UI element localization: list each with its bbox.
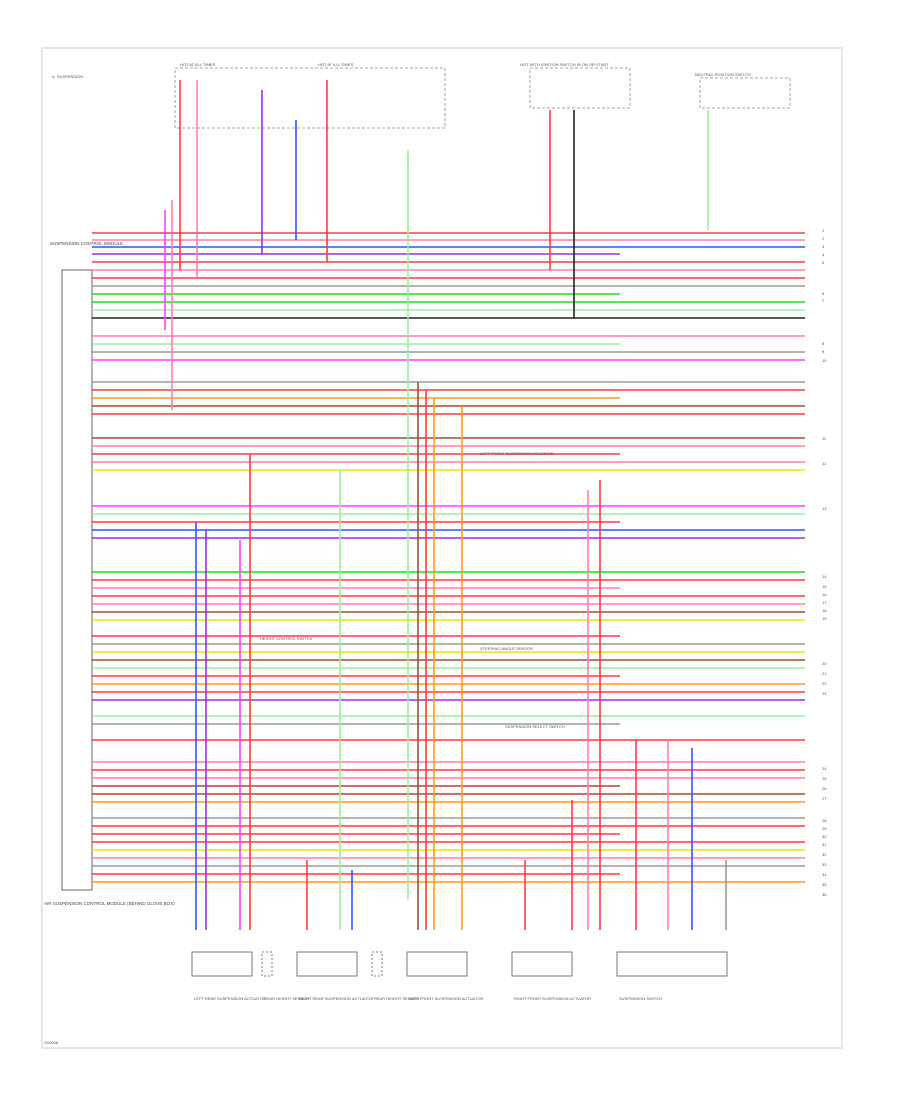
- connector-label: 18: [822, 608, 827, 613]
- connector-label: 9: [822, 349, 825, 354]
- connector-label: 20: [822, 661, 827, 666]
- connector-labels: 1234567891011121314151617181920212223242…: [822, 228, 827, 897]
- module-label-top: SUSPENSION CONTROL MODULE: [50, 241, 123, 246]
- system-label: A. SUSPENSION: [52, 74, 83, 79]
- relay-note: LEFT FRONT SUSPENSION SOLENOID: [480, 451, 554, 456]
- connector-label: 14: [822, 574, 827, 579]
- component-rf: RIGHT FRONT SUSPENSION ACTUATOR: [511, 951, 591, 1001]
- component-body: [371, 951, 383, 977]
- component-lf: LEFT FRONT SUSPENSION ACTUATOR: [406, 951, 483, 1001]
- module-label-bottom: AIR SUSPENSION CONTROL MODULE (BEHIND GL…: [44, 901, 175, 906]
- fuse-label-right: HOT WITH IGNITION SWITCH IN ON OR START: [520, 62, 609, 67]
- connector-label: 30: [822, 834, 827, 839]
- component-lr: LEFT REAR SUSPENSION ACTUATOR: [191, 951, 266, 1001]
- fuse-label-middle: HOT AT ALL TIMES: [318, 62, 353, 67]
- connector-label: 1: [822, 228, 825, 233]
- connector-label: 6: [822, 291, 825, 296]
- connector-label: 24: [822, 766, 827, 771]
- connector-label: 35: [822, 882, 827, 887]
- connector-label: 10: [822, 358, 827, 363]
- connector-label: 8: [822, 341, 825, 346]
- wire-group: [92, 80, 805, 930]
- component-body: [261, 951, 273, 977]
- connector-label: 17: [822, 600, 827, 605]
- component-rr: RIGHT REAR SUSPENSION ACTUATOR: [296, 951, 374, 1001]
- component-body: [191, 951, 253, 977]
- connector-label: 28: [822, 818, 827, 823]
- connector-label: 31: [822, 842, 827, 847]
- connector-label: 34: [822, 872, 827, 877]
- connector-label: 33: [822, 862, 827, 867]
- connector-label: 22: [822, 681, 827, 686]
- connector-label: 16: [822, 592, 827, 597]
- figure-code: G00008: [44, 1040, 59, 1045]
- connector-label: 12: [822, 461, 827, 466]
- connector-label: 27: [822, 796, 827, 801]
- component-label: REAR HEIGHT SENSOR: [374, 996, 419, 1001]
- connector-label: 32: [822, 852, 827, 857]
- component-label: LEFT FRONT SUSPENSION ACTUATOR: [409, 996, 483, 1001]
- component-body: [406, 951, 468, 977]
- connector-label: 5: [822, 260, 825, 265]
- connector-label: 29: [822, 826, 827, 831]
- component-label: REAR HEIGHT SENSOR: [264, 996, 309, 1001]
- fuse-label-far-right: NEUTRAL POSITION SWITCH: [695, 72, 751, 77]
- connector-label: 19: [822, 616, 827, 621]
- connector-label: 7: [822, 298, 825, 303]
- height-note: HEIGHT CONTROL SWITCH: [260, 636, 313, 641]
- connector-label: 15: [822, 584, 827, 589]
- component-label: RIGHT REAR SUSPENSION ACTUATOR: [299, 996, 374, 1001]
- connector-label: 26: [822, 786, 827, 791]
- fuse-block: HOT AT ALL TIMES HOT AT ALL TIMES HOT WI…: [174, 62, 791, 129]
- fuse-label-left: HOT AT ALL TIMES: [180, 62, 215, 67]
- connector-label: 25: [822, 776, 827, 781]
- connector-label: 23: [822, 691, 827, 696]
- connector-label: 11: [822, 436, 827, 441]
- control-module: SUSPENSION CONTROL MODULE AIR SUSPENSION…: [44, 241, 175, 906]
- connector-label: 36: [822, 892, 827, 897]
- component-sw: SUSPENSION SWITCH: [616, 951, 728, 1001]
- component-label: SUSPENSION SWITCH: [619, 996, 662, 1001]
- switch-note: SUSPENSION SELECT SWITCH: [505, 724, 565, 729]
- sensor-note: STEERING ANGLE SENSOR: [480, 646, 533, 651]
- component-lr-sensor: REAR HEIGHT SENSOR: [261, 951, 309, 1001]
- connector-label: 3: [822, 244, 825, 249]
- component-body: [296, 951, 358, 977]
- connector-label: 21: [822, 671, 827, 676]
- connector-label: 2: [822, 236, 825, 241]
- component-label: RIGHT FRONT SUSPENSION ACTUATOR: [514, 996, 591, 1001]
- component-rr-sensor: REAR HEIGHT SENSOR: [371, 951, 419, 1001]
- component-body: [616, 951, 728, 977]
- connector-label: 13: [822, 506, 827, 511]
- component-body: [511, 951, 573, 977]
- diagram-frame: [41, 47, 843, 1049]
- connector-label: 4: [822, 252, 825, 257]
- component-label: LEFT REAR SUSPENSION ACTUATOR: [194, 996, 266, 1001]
